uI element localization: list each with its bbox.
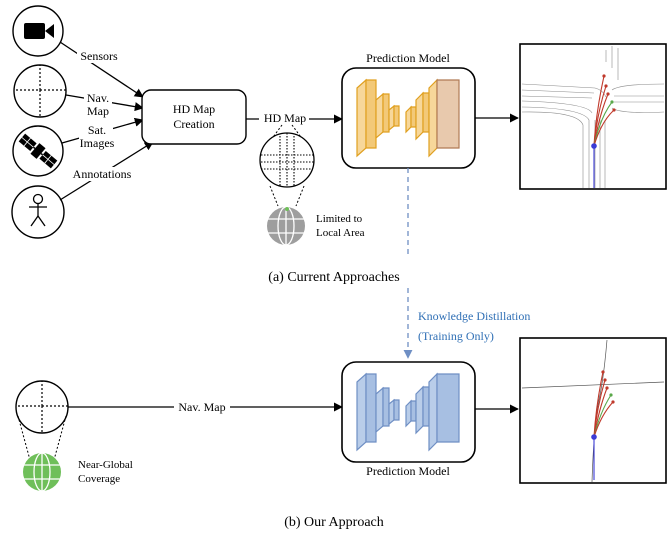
nav-map-input-bottom <box>15 380 69 461</box>
hd-map-arrow-label: HD Map <box>264 111 306 125</box>
kd-label-line2: (Training Only) <box>418 329 494 343</box>
annotations-input <box>11 185 65 239</box>
coverage-label-line1: Near-Global <box>78 459 133 471</box>
hd-road-lines <box>521 46 665 188</box>
prediction-model-top <box>341 67 476 169</box>
road-map-icon <box>16 381 68 433</box>
road-map-icon <box>14 65 66 117</box>
hd-map-arrow: HD Map <box>246 111 343 125</box>
satellite-icon <box>18 133 58 169</box>
nav-map-arrow-bottom: Nav. Map <box>68 399 343 414</box>
green-globe-icon <box>23 452 61 492</box>
hd-map-creation-line1: HD Map <box>173 102 215 116</box>
neural-net-orange-icon <box>356 78 460 158</box>
input-labels: Sensors Nav. Map Sat. Images Annotations <box>66 49 138 181</box>
person-icon <box>29 193 47 227</box>
neural-net-blue-icon <box>356 372 460 452</box>
output-hd-trajectory <box>519 43 667 190</box>
trajectory-endpoints <box>601 370 615 404</box>
limited-label-line2: Local Area <box>316 227 365 239</box>
hd-map-creation-line2: Creation <box>173 117 214 131</box>
sensors-label: Sensors <box>80 49 118 63</box>
limited-label-line1: Limited to <box>316 213 363 225</box>
gray-globe-icon <box>267 206 305 246</box>
hd-map-zoom <box>259 124 315 207</box>
coverage-label-line2: Coverage <box>78 473 120 485</box>
predicted-trajectories <box>593 371 614 480</box>
camera-icon <box>24 23 54 39</box>
hd-lanes-icon <box>260 133 314 187</box>
agent-position <box>591 434 597 440</box>
prediction-model-label-top: Prediction Model <box>366 51 450 65</box>
output-nav-trajectory <box>519 337 667 484</box>
trajectory-endpoints <box>602 74 616 112</box>
predicted-trajectories <box>593 75 615 188</box>
kd-label-line1: Knowledge Distillation <box>418 309 530 323</box>
nav-map-label-line1: Nav. <box>87 91 109 105</box>
prediction-model-bottom <box>341 361 476 463</box>
caption-a: (a) Current Approaches <box>268 270 399 285</box>
satellite-input <box>12 125 64 177</box>
nav-map-input <box>13 64 67 118</box>
nav-road-lines <box>521 339 665 483</box>
hd-map-creation-box: HD Map Creation <box>141 89 247 145</box>
nav-map-label-line2: Map <box>87 104 109 118</box>
prediction-model-label-bottom: Prediction Model <box>366 464 450 478</box>
caption-b: (b) Our Approach <box>284 515 384 530</box>
sat-label-line1: Sat. <box>88 123 106 137</box>
sensors-input <box>12 5 64 57</box>
sat-label-line2: Images <box>80 136 115 150</box>
agent-position <box>591 143 597 149</box>
nav-map-arrow-label: Nav. Map <box>178 400 225 414</box>
annotations-label: Annotations <box>73 167 132 181</box>
